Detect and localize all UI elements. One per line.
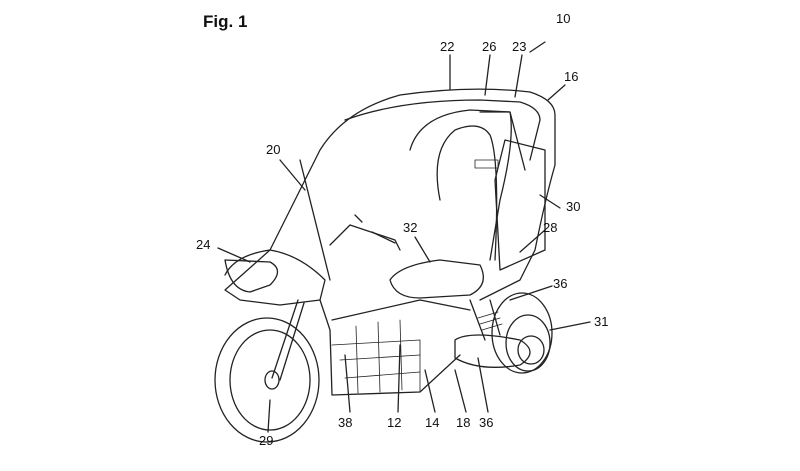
label-16: 16 bbox=[564, 69, 579, 84]
label-36-upper: 36 bbox=[553, 276, 568, 291]
label-20: 20 bbox=[266, 142, 281, 157]
label-38: 38 bbox=[338, 415, 353, 430]
figure-title: Fig. 1 bbox=[203, 12, 248, 31]
seat bbox=[389, 125, 546, 299]
label-30: 30 bbox=[566, 199, 581, 214]
rear-wheel bbox=[491, 292, 553, 374]
label-36-lower: 36 bbox=[479, 415, 494, 430]
label-22: 22 bbox=[440, 39, 455, 54]
label-24: 24 bbox=[196, 237, 211, 252]
body-shell bbox=[224, 88, 556, 396]
label-26: 26 bbox=[482, 39, 497, 54]
label-28: 28 bbox=[543, 220, 558, 235]
label-18: 18 bbox=[456, 415, 471, 430]
label-23: 23 bbox=[512, 39, 527, 54]
leader-lines bbox=[217, 41, 591, 433]
label-31: 31 bbox=[594, 314, 609, 329]
label-10: 10 bbox=[556, 11, 571, 26]
label-12: 12 bbox=[387, 415, 402, 430]
front-fork bbox=[271, 299, 305, 381]
label-29: 29 bbox=[259, 433, 274, 448]
swing-arm bbox=[454, 299, 531, 368]
front-wheel bbox=[214, 317, 320, 443]
handlebar bbox=[329, 214, 401, 251]
label-14: 14 bbox=[425, 415, 440, 430]
label-32: 32 bbox=[403, 220, 418, 235]
